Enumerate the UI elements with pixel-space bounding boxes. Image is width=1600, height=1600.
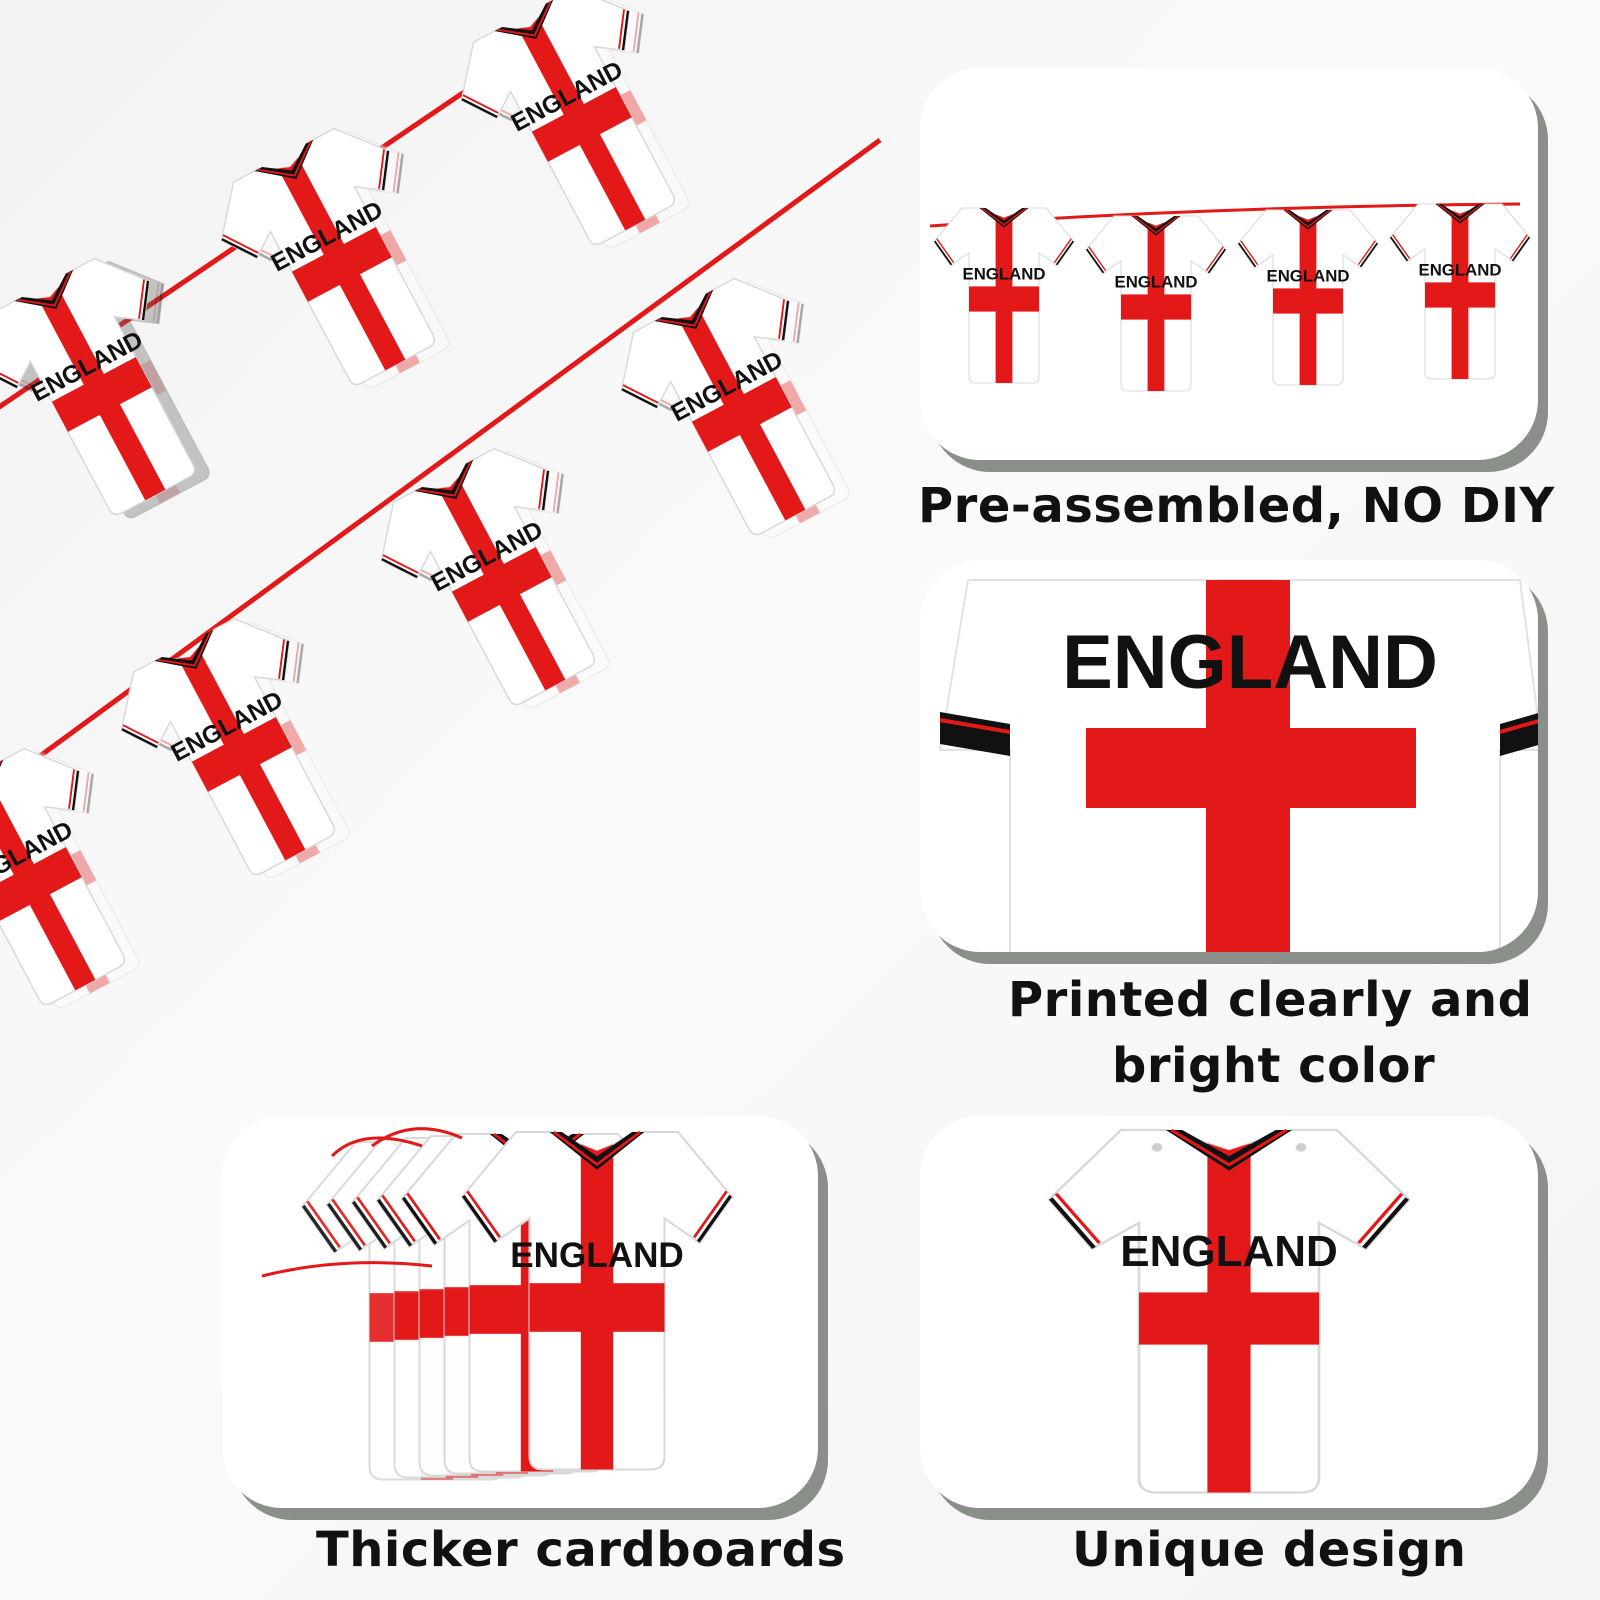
feature-panel-printed-clearly: ENGLAND xyxy=(920,560,1538,952)
shirt-print: ENGLAND xyxy=(1120,1227,1338,1276)
shirt-stack: ENGLAND xyxy=(261,1127,732,1493)
caption-printed-clearly-line1: Printed clearly and xyxy=(1008,972,1533,1028)
shirt-print: ENGLAND xyxy=(510,1236,684,1275)
bunting-shirt: ENGLAND xyxy=(440,0,738,286)
bunting-shirt: ENGLAND xyxy=(1086,216,1226,398)
caption-pre-assembled: Pre-assembled, NO DIY xyxy=(918,478,1555,534)
caption-unique-design: Unique design xyxy=(1072,1522,1467,1578)
shirt-print: ENGLAND xyxy=(1062,620,1438,705)
feature-panel-unique-design: ENGLAND xyxy=(920,1116,1538,1508)
bunting-shirt: ENGLAND xyxy=(462,1132,732,1483)
hanging-hole xyxy=(1295,1143,1307,1152)
bunting-shirt: ENGLAND xyxy=(600,255,898,576)
bunting-shirt: ENGLAND xyxy=(1390,204,1530,386)
bunting-shirt: ENGLAND xyxy=(1238,210,1378,392)
bunting-shirt: ENGLAND xyxy=(100,595,398,916)
shirt-closeup: ENGLAND xyxy=(938,579,1538,952)
hero-bunting-illustration: ENGLAND ENGLAND ENGLAND ENGLAND ENGLAND … xyxy=(0,0,900,1110)
bunting-shirt: ENGLAND xyxy=(360,425,658,746)
shirt-print: ENGLAND xyxy=(1419,260,1502,279)
shirt-print: ENGLAND xyxy=(963,264,1046,283)
shirt-front-view xyxy=(1049,1130,1409,1507)
caption-thicker-cardboards: Thicker cardboards xyxy=(316,1522,846,1578)
caption-printed-clearly-line2: bright color xyxy=(1112,1038,1436,1094)
bunting-shirt: ENGLAND xyxy=(0,725,188,1046)
feature-panel-pre-assembled: ENGLAND ENGLAND ENGLAND ENGLAND xyxy=(920,68,1538,460)
bunting-shirt: ENGLAND xyxy=(0,235,258,556)
bunting-shirt: ENGLAND xyxy=(200,105,498,426)
bunting-shirt: ENGLAND xyxy=(934,208,1074,390)
shirt-print: ENGLAND xyxy=(1115,272,1198,291)
hanging-hole xyxy=(1151,1143,1163,1152)
feature-panel-thicker-cardboards: ENGLAND xyxy=(222,1116,818,1508)
shirt-print: ENGLAND xyxy=(1267,266,1350,285)
